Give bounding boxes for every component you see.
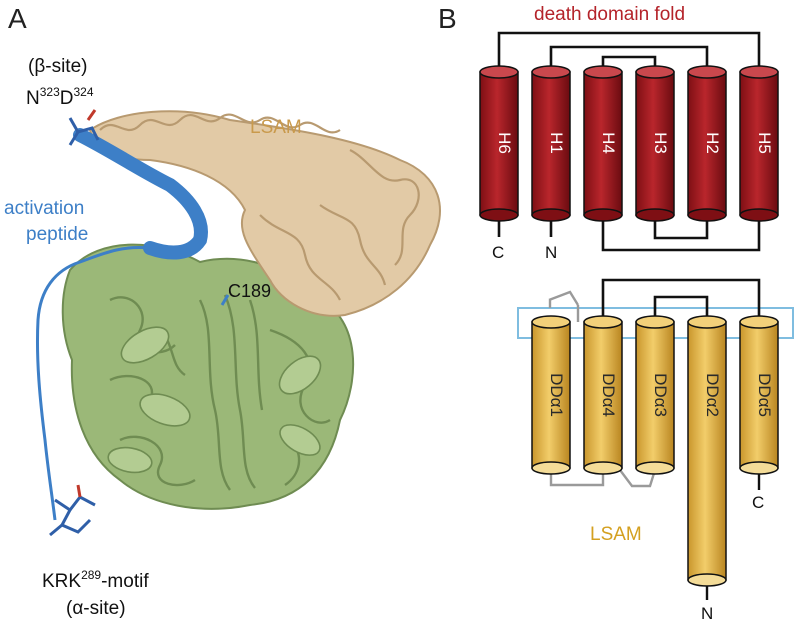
lsam-connectors bbox=[601, 278, 761, 322]
alpha-site-label: (α-site) bbox=[66, 598, 126, 619]
c189-marker bbox=[220, 294, 230, 306]
lsam-helix-dda5 bbox=[739, 315, 779, 475]
death-domain-helices bbox=[479, 65, 779, 222]
activation-peptide-blue bbox=[35, 128, 208, 521]
nd-n: N bbox=[26, 88, 40, 109]
death-domain-connectors bbox=[497, 31, 761, 252]
dd-helix-h1 bbox=[531, 65, 571, 222]
dd-label-h1: H1 bbox=[547, 132, 566, 154]
lsam-terminal-c: C bbox=[752, 493, 764, 512]
dd-label-h3: H3 bbox=[651, 132, 670, 154]
dd-helix-h4 bbox=[583, 65, 623, 222]
lsam-label-dda4: DDα4 bbox=[599, 373, 618, 417]
dd-label-h2: H2 bbox=[703, 132, 722, 154]
lsam-structure-label: LSAM bbox=[250, 117, 302, 138]
death-domain-title: death domain fold bbox=[534, 4, 685, 25]
panel-label-b: B bbox=[438, 3, 457, 34]
protein-structure-illustration bbox=[35, 109, 441, 537]
activation-label-line1: activation bbox=[4, 198, 84, 219]
nd-residues-label: N323D324 bbox=[26, 85, 94, 109]
panel-label-a: A bbox=[8, 3, 27, 34]
dd-terminal-c: C bbox=[492, 243, 504, 262]
nd-324: 324 bbox=[74, 85, 94, 99]
dd-helix-h3 bbox=[635, 65, 675, 222]
dd-helix-h2 bbox=[687, 65, 727, 222]
core-domain-green bbox=[61, 243, 355, 510]
lsam-helices bbox=[531, 315, 779, 587]
lsam-label-dda5: DDα5 bbox=[755, 373, 774, 417]
lsam-topology-label: LSAM bbox=[590, 524, 642, 545]
lsam-helix-dda4 bbox=[583, 315, 623, 475]
dd-label-h5: H5 bbox=[755, 132, 774, 154]
lsam-label-dda3: DDα3 bbox=[651, 373, 670, 417]
lsam-grey-connectors-bottom bbox=[549, 469, 657, 488]
krk-text: KRK bbox=[42, 571, 81, 592]
dd-terminal-n: N bbox=[545, 243, 557, 262]
lsam-label-dda1: DDα1 bbox=[547, 373, 566, 417]
krk-sup: 289 bbox=[81, 568, 101, 582]
alpha-site-sticks bbox=[49, 484, 96, 537]
lsam-grey-connector-top bbox=[548, 290, 580, 308]
lsam-terminal-n: N bbox=[701, 604, 713, 623]
lsam-helix-dda3 bbox=[635, 315, 675, 475]
nd-d: D bbox=[60, 88, 74, 109]
c189-label: C189 bbox=[228, 281, 271, 301]
dd-label-h4: H4 bbox=[599, 132, 618, 154]
krk-motif-label: KRK289-motif bbox=[42, 568, 149, 592]
lsam-helix-dda1 bbox=[531, 315, 571, 475]
beta-site-label: (β-site) bbox=[28, 56, 87, 77]
lsam-label-dda2: DDα2 bbox=[703, 373, 722, 417]
activation-label-line2: peptide bbox=[26, 224, 88, 245]
lsam-helix-dda2 bbox=[687, 315, 727, 587]
dd-label-h6: H6 bbox=[495, 132, 514, 154]
lsam-helix-details bbox=[99, 113, 420, 301]
beta-site-sticks bbox=[68, 109, 100, 146]
krk-motif: -motif bbox=[101, 571, 149, 592]
dd-helix-h5 bbox=[739, 65, 779, 222]
dd-helix-h6 bbox=[479, 65, 519, 222]
nd-323: 323 bbox=[40, 85, 60, 99]
core-helix-ribbons bbox=[107, 326, 322, 474]
